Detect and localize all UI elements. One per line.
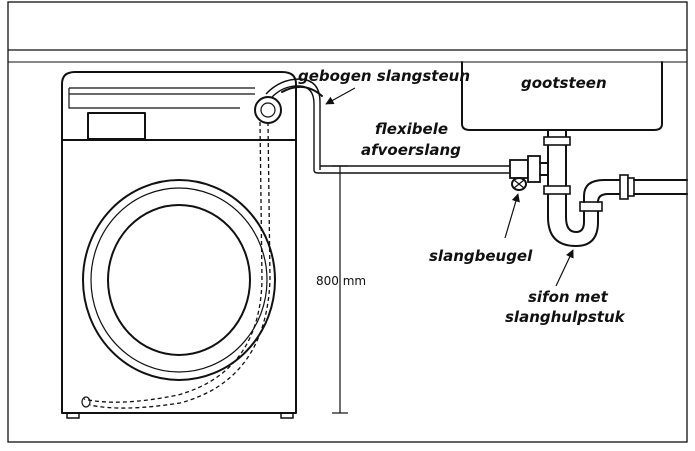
hose-clamp bbox=[511, 177, 527, 191]
label-sink: gootsteen bbox=[521, 74, 607, 92]
label-siphon-1: sifon met bbox=[528, 288, 609, 306]
machine-foot bbox=[280, 412, 294, 419]
washing-machine bbox=[61, 71, 297, 419]
internal-drain-hose bbox=[89, 121, 271, 409]
label-siphon-2: slanghulpstuk bbox=[505, 308, 626, 326]
diagram-frame bbox=[7, 1, 688, 443]
label-hose-holder: gebogen slangsteun bbox=[298, 67, 470, 85]
arrow-siphon bbox=[555, 249, 574, 287]
door-ring bbox=[82, 179, 276, 381]
label-drain-hose-1: flexibele bbox=[375, 120, 448, 138]
internal-drain-hose bbox=[83, 121, 263, 403]
siphon bbox=[509, 129, 688, 247]
label-hose-clamp: slangbeugel bbox=[429, 247, 533, 265]
arrow-hose-holder bbox=[325, 87, 356, 105]
door-glass bbox=[107, 204, 251, 356]
door-ring-inner bbox=[90, 187, 268, 373]
height-dimension bbox=[332, 165, 348, 414]
arrow-hose-clamp bbox=[504, 193, 520, 239]
sink bbox=[461, 61, 663, 131]
machine-foot bbox=[66, 412, 80, 419]
detergent-drawer bbox=[87, 112, 146, 140]
height-label: 800 mm bbox=[316, 274, 366, 288]
curved-hose-holder bbox=[254, 85, 323, 124]
label-drain-hose-2: afvoerslang bbox=[361, 141, 461, 159]
